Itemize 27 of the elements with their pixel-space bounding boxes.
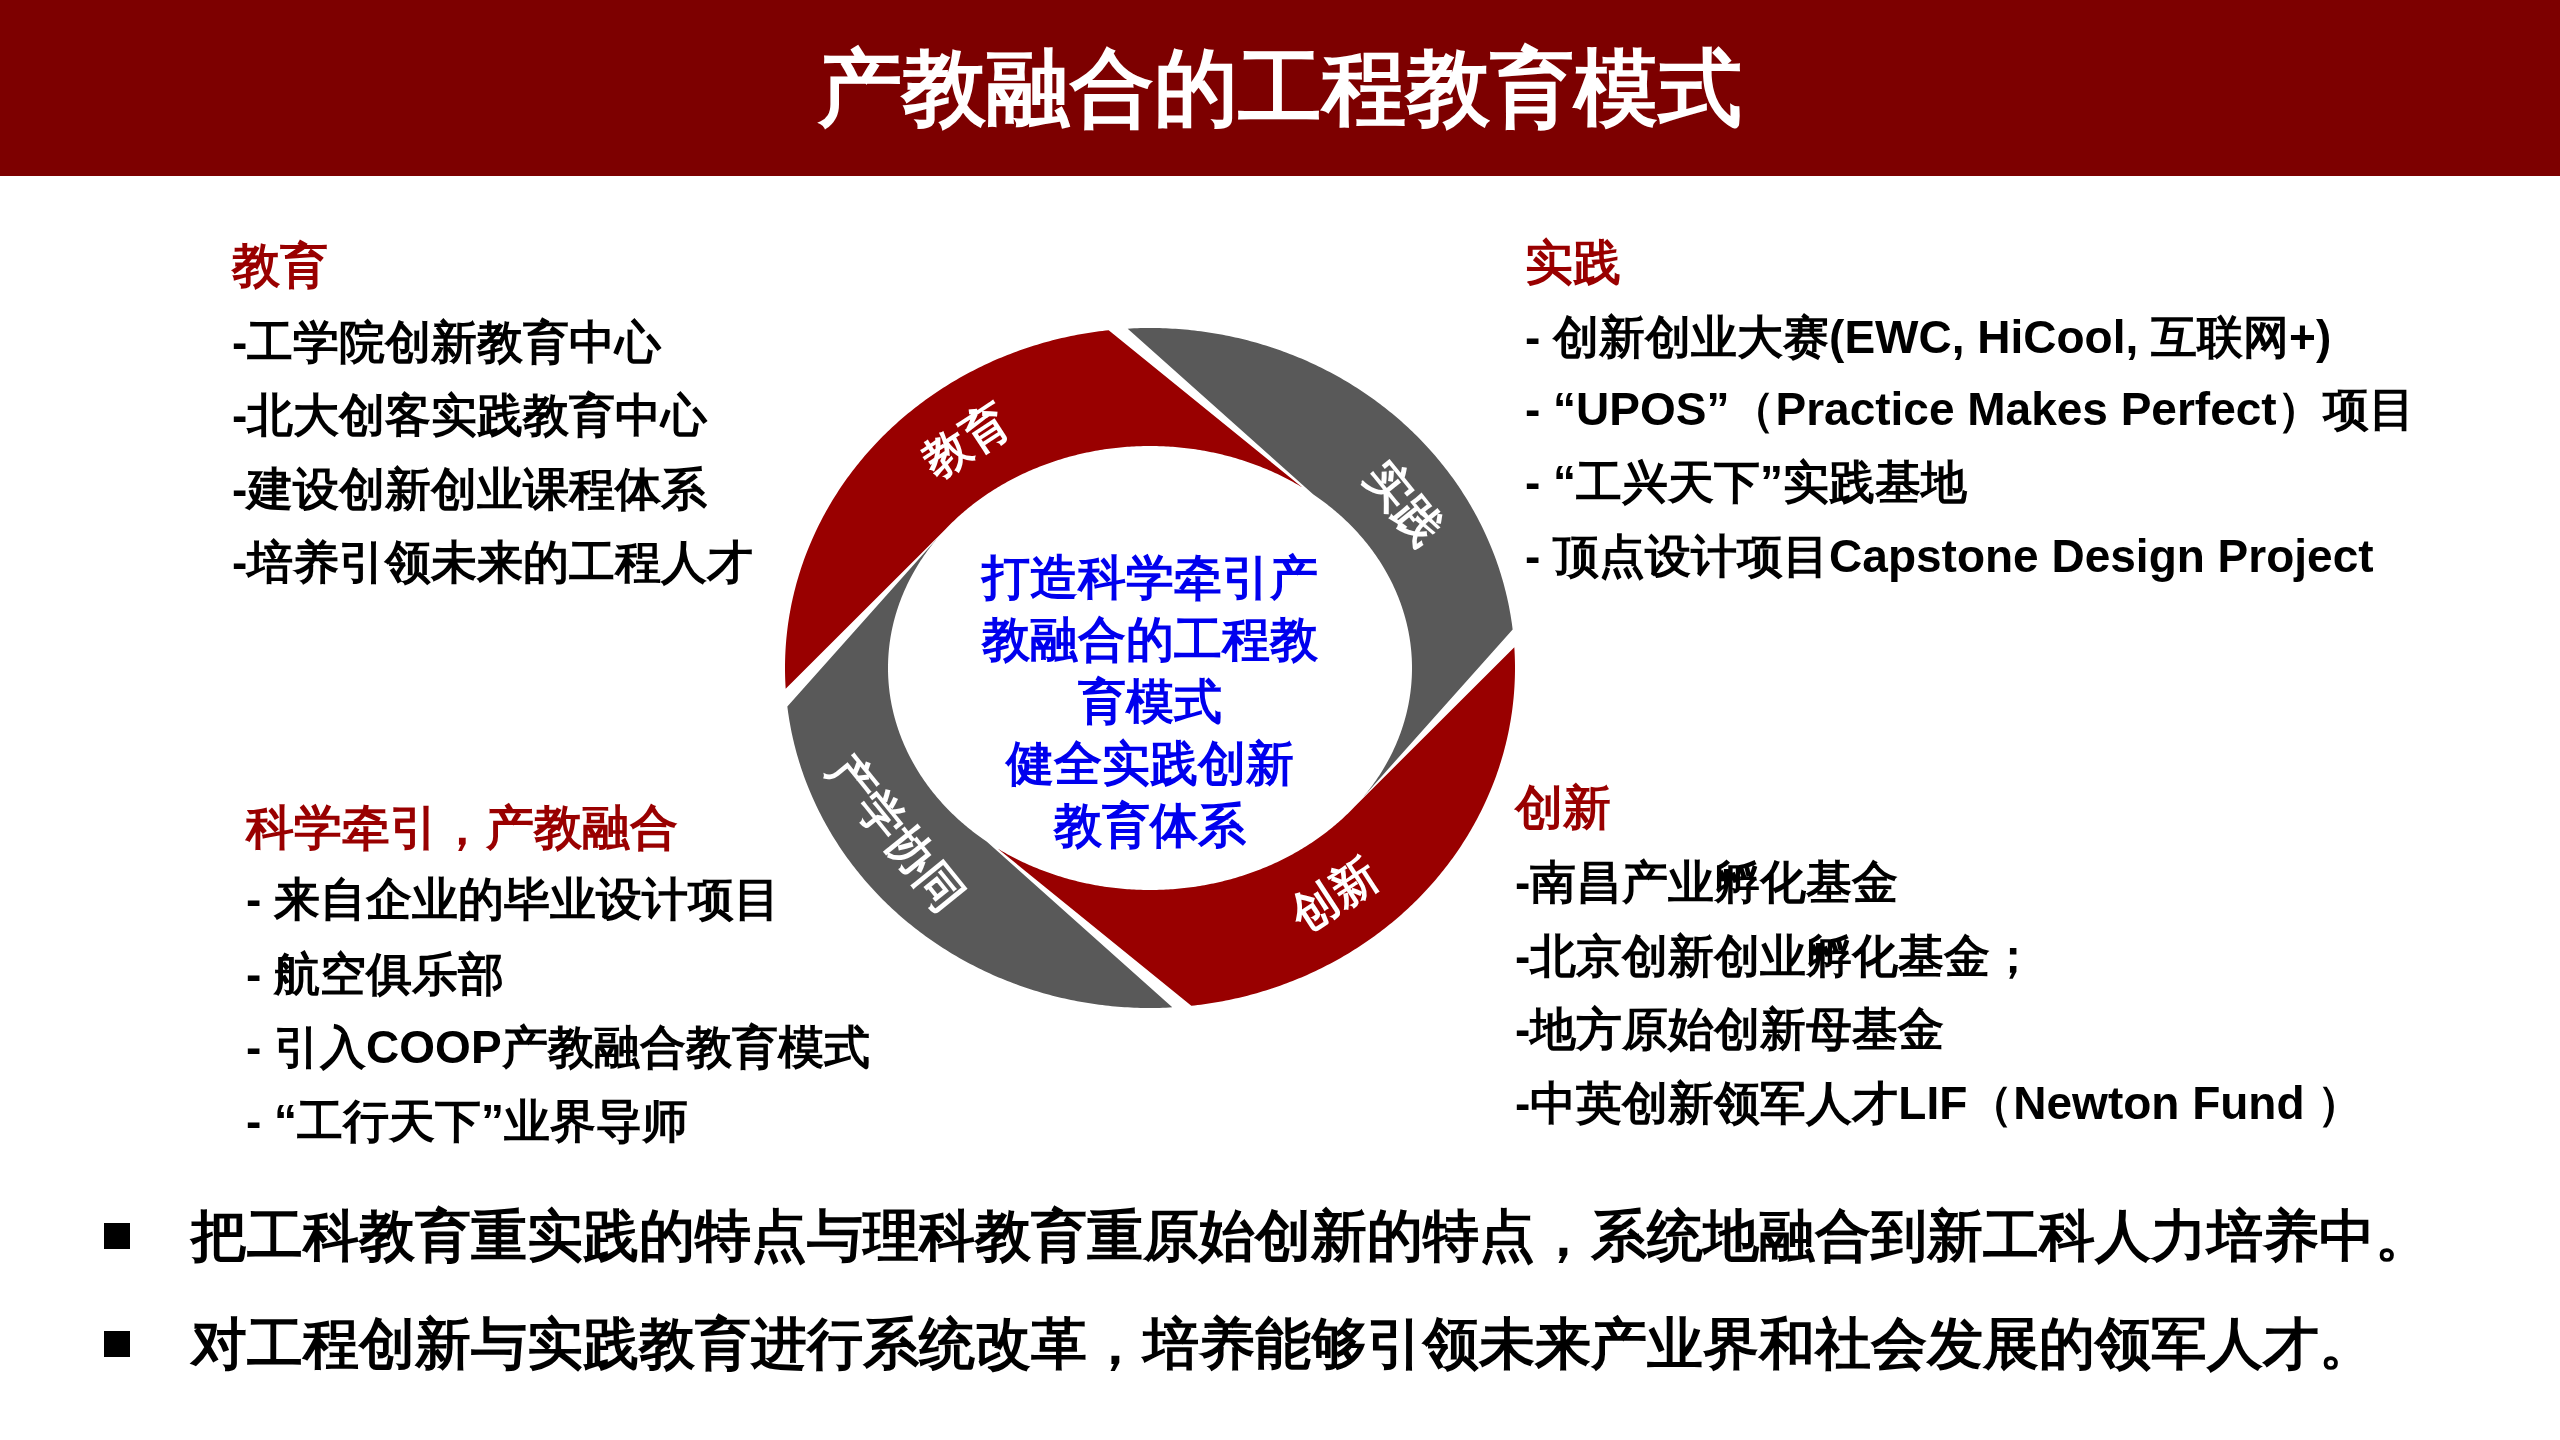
list-item: - “工行天下”业界导师 (246, 1094, 689, 1150)
center-text: 打造科学牵引产教融合的工程教育模式 (980, 550, 1319, 730)
list-item: - 引入COOP产教融合教育模式 (246, 1020, 870, 1076)
list-item: - “UPOS”（Practice Makes Perfect）项目 (1525, 382, 2415, 438)
list-item: - “工兴天下”实践基地 (1525, 455, 1968, 511)
section-heading: 教育 (232, 238, 328, 295)
list-item: -南昌产业孵化基金 (1515, 855, 1899, 911)
list-item: - 来自企业的毕业设计项目 (246, 872, 781, 928)
segment-label: 实践 (1355, 451, 1453, 555)
section-heading: 创新 (1515, 780, 1611, 837)
list-item: -北大创客实践教育中心 (232, 388, 708, 444)
list-item: -工学院创新教育中心 (232, 315, 662, 371)
list-item: - 航空俱乐部 (246, 947, 505, 1003)
list-item: -北京创新创业孵化基金； (1515, 929, 2037, 985)
segment-label: 教育 (913, 394, 1019, 487)
list-item: -建设创新创业课程体系 (232, 462, 708, 518)
segment-label: 产学协同 (818, 745, 974, 921)
section-heading: 科学牵引，产教融合 (246, 800, 678, 857)
list-item: -地方原始创新母基金 (1515, 1002, 1945, 1058)
title: 产教融合的工程教育模式 (818, 39, 1742, 137)
list-item: -中英创新领军人才LIF（Newton Fund ） (1515, 1076, 2364, 1132)
list-item: -培养引领未来的工程人才 (232, 535, 754, 591)
bullet-text: 把工科教育重实践的特点与理科教育重原始创新的特点，系统地融合到新工科人力培养中。 (191, 1203, 2431, 1270)
list-item: - 创新创业大赛(EWC, HiCool, 互联网+) (1525, 310, 2332, 366)
section-heading: 实践 (1525, 235, 1621, 292)
list-item: - 顶点设计项目Capstone Design Project (1525, 529, 2374, 585)
bullet-text: 对工程创新与实践教育进行系统改革，培养能够引领未来产业界和社会发展的领军人才。 (191, 1311, 2375, 1378)
